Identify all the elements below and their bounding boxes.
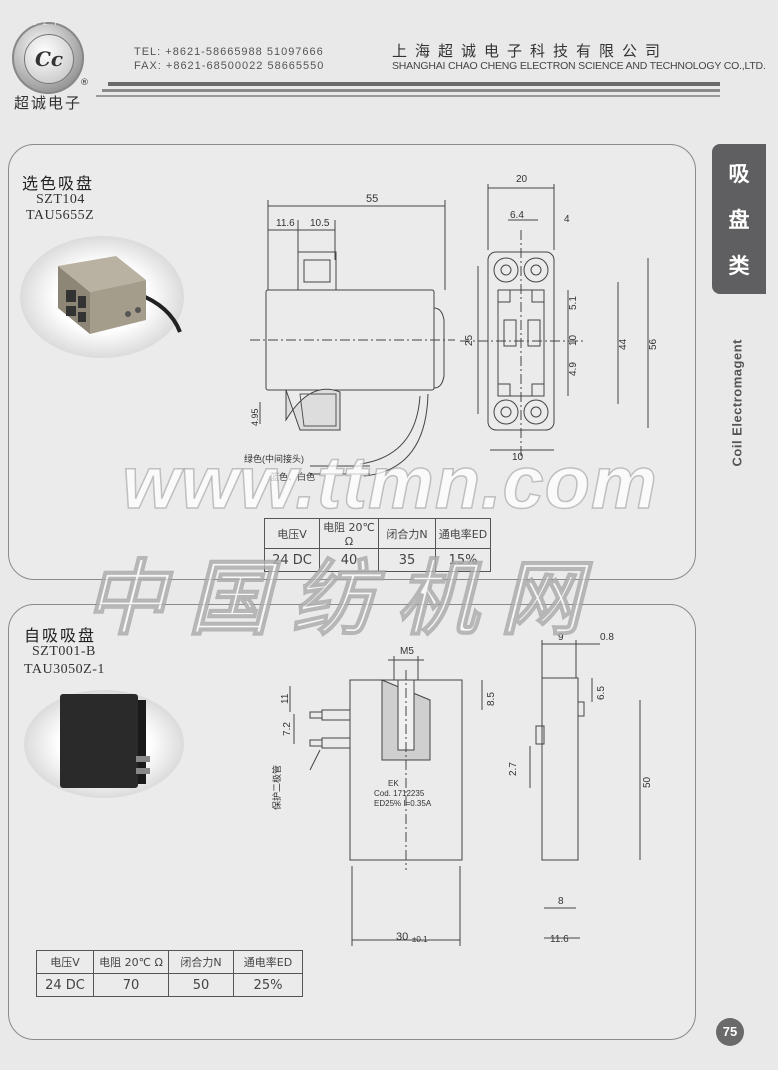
registered-mark: ® [80,78,89,88]
header-voltage: 电压V [36,950,94,974]
value-voltage: 24 DC [264,548,320,572]
page-number: 75 [716,1018,744,1046]
dim-11: 11 [280,693,291,704]
logo-emblem: Cc [24,34,74,84]
watermark-url: www.ttmn.com [122,440,658,525]
dim-25: 25 [464,334,475,346]
value-voltage: 24 DC [36,973,94,997]
header-rule-2 [102,89,720,92]
dim-9: 9 [558,632,564,643]
dim-6-5: 6.5 [596,686,607,700]
product1-model-1: SZT104 [36,192,85,207]
product2-spec-table: 电压V 电阻 20℃ Ω 闭合力N 通电率ED 24 DC 70 50 25% [36,950,303,997]
value-duty: 25% [233,973,303,997]
dim-50: 50 [642,776,653,788]
dim-30: 30 [396,931,408,943]
category-char-1: 吸 [728,162,750,186]
dim-11-6: 11.6 [276,218,295,229]
product2-model-2: TAU3050Z-1 [24,662,105,677]
nameplate-line-3: ED25% I=0.35A [374,799,432,808]
value-resistance: 70 [93,973,169,997]
fax: FAX: +8621-68500022 58665550 [134,60,325,72]
company-name-en: SHANGHAI CHAO CHENG ELECTRON SCIENCE AND… [392,60,766,72]
logo-ring-text: SZT [32,19,64,27]
dim-4-9: 4.9 [568,362,579,376]
header-resistance: 电阻 20℃ Ω [93,950,169,974]
header-force: 闭合力N [168,950,234,974]
dim-m5: M5 [400,646,414,657]
watermark-cn: 中国纺机网 [83,551,604,648]
header-rule-1 [108,82,720,86]
product1-model-2: TAU5655Z [26,208,95,223]
dim-6-4: 6.4 [510,210,524,221]
dim-4-95: 4.95 [250,408,260,426]
product1-side-drawing: 55 11.6 10.5 4.95 绿色(中间接头) 蓝色、白色 [244,193,455,482]
category-char-3: 类 [728,254,750,278]
dim-2-7: 2.7 [508,762,519,776]
product2-side-drawing: M5 8.5 11 7.2 保护二极管 EK Cod. 1712235 ED25… [271,646,497,946]
company-name-cn: 上海超诚电子科技有限公司 [392,42,669,60]
wire-label-1: 绿色(中间接头) [244,453,304,464]
dim-4: 4 [564,214,570,225]
dim-11-6-bottom: 11.6 [550,934,569,945]
value-duty: 15% [435,548,491,572]
product2-photo [24,690,184,798]
category-label-en: Coil Electromagent [729,339,745,467]
value-force: 50 [168,973,234,997]
dim-10-5: 10.5 [310,218,330,229]
header-rule-3 [96,95,720,97]
dim-44: 44 [618,338,629,350]
logo-mark: Cc [34,47,64,71]
product2-photo-image [60,694,150,788]
dim-8: 8 [558,896,564,907]
dim-30-tolerance: ±0.1 [412,935,428,944]
header-resistance: 电阻 20℃ Ω [319,518,379,549]
category-english: Coil Electromagent [722,298,745,468]
dim-10-bottom: 10 [512,452,524,463]
product2-title: 自吸吸盘 [24,626,97,645]
dim-55: 55 [366,193,378,205]
brand-name: 超诚电子 [14,94,83,112]
product1-front-drawing: 20 6.4 4 25 5.1 10 4.9 44 56 10 [460,174,659,463]
header-duty: 通电率ED [233,950,303,974]
telephone: TEL: +8621-58665988 51097666 [134,46,324,58]
product1-title: 选色吸盘 [22,174,95,193]
dim-0-8: 0.8 [600,632,614,643]
header-duty: 通电率ED [435,518,491,549]
product1-spec-table: 电压V 电阻 20℃ Ω 闭合力N 通电率ED 24 DC 40 35 15% [264,518,491,572]
category-char-2: 盘 [728,208,750,232]
dim-5-1: 5.1 [568,296,579,310]
dim-7-2: 7.2 [282,722,293,736]
nameplate-line-2: Cod. 1712235 [374,789,425,798]
dim-10: 10 [568,334,579,346]
company-logo: SZT Cc [12,19,84,94]
product1-photo [20,236,184,358]
dim-20: 20 [516,174,528,185]
product1-photo-image [58,256,182,334]
product2-model-1: SZT001-B [32,644,96,659]
value-force: 35 [378,548,436,572]
product2-front-drawing: 9 0.8 6.5 2.7 50 8 11.6 [508,632,653,945]
product-panel-1 [8,144,696,580]
dim-8-5: 8.5 [486,692,497,706]
value-resistance: 40 [319,548,379,572]
nameplate-line-1: EK [388,779,399,788]
category-tab: 吸 盘 类 [712,144,766,294]
wire-label-2: 蓝色、白色 [270,471,315,482]
diode-label: 保护二极管 [271,765,282,810]
dim-56: 56 [648,338,659,350]
